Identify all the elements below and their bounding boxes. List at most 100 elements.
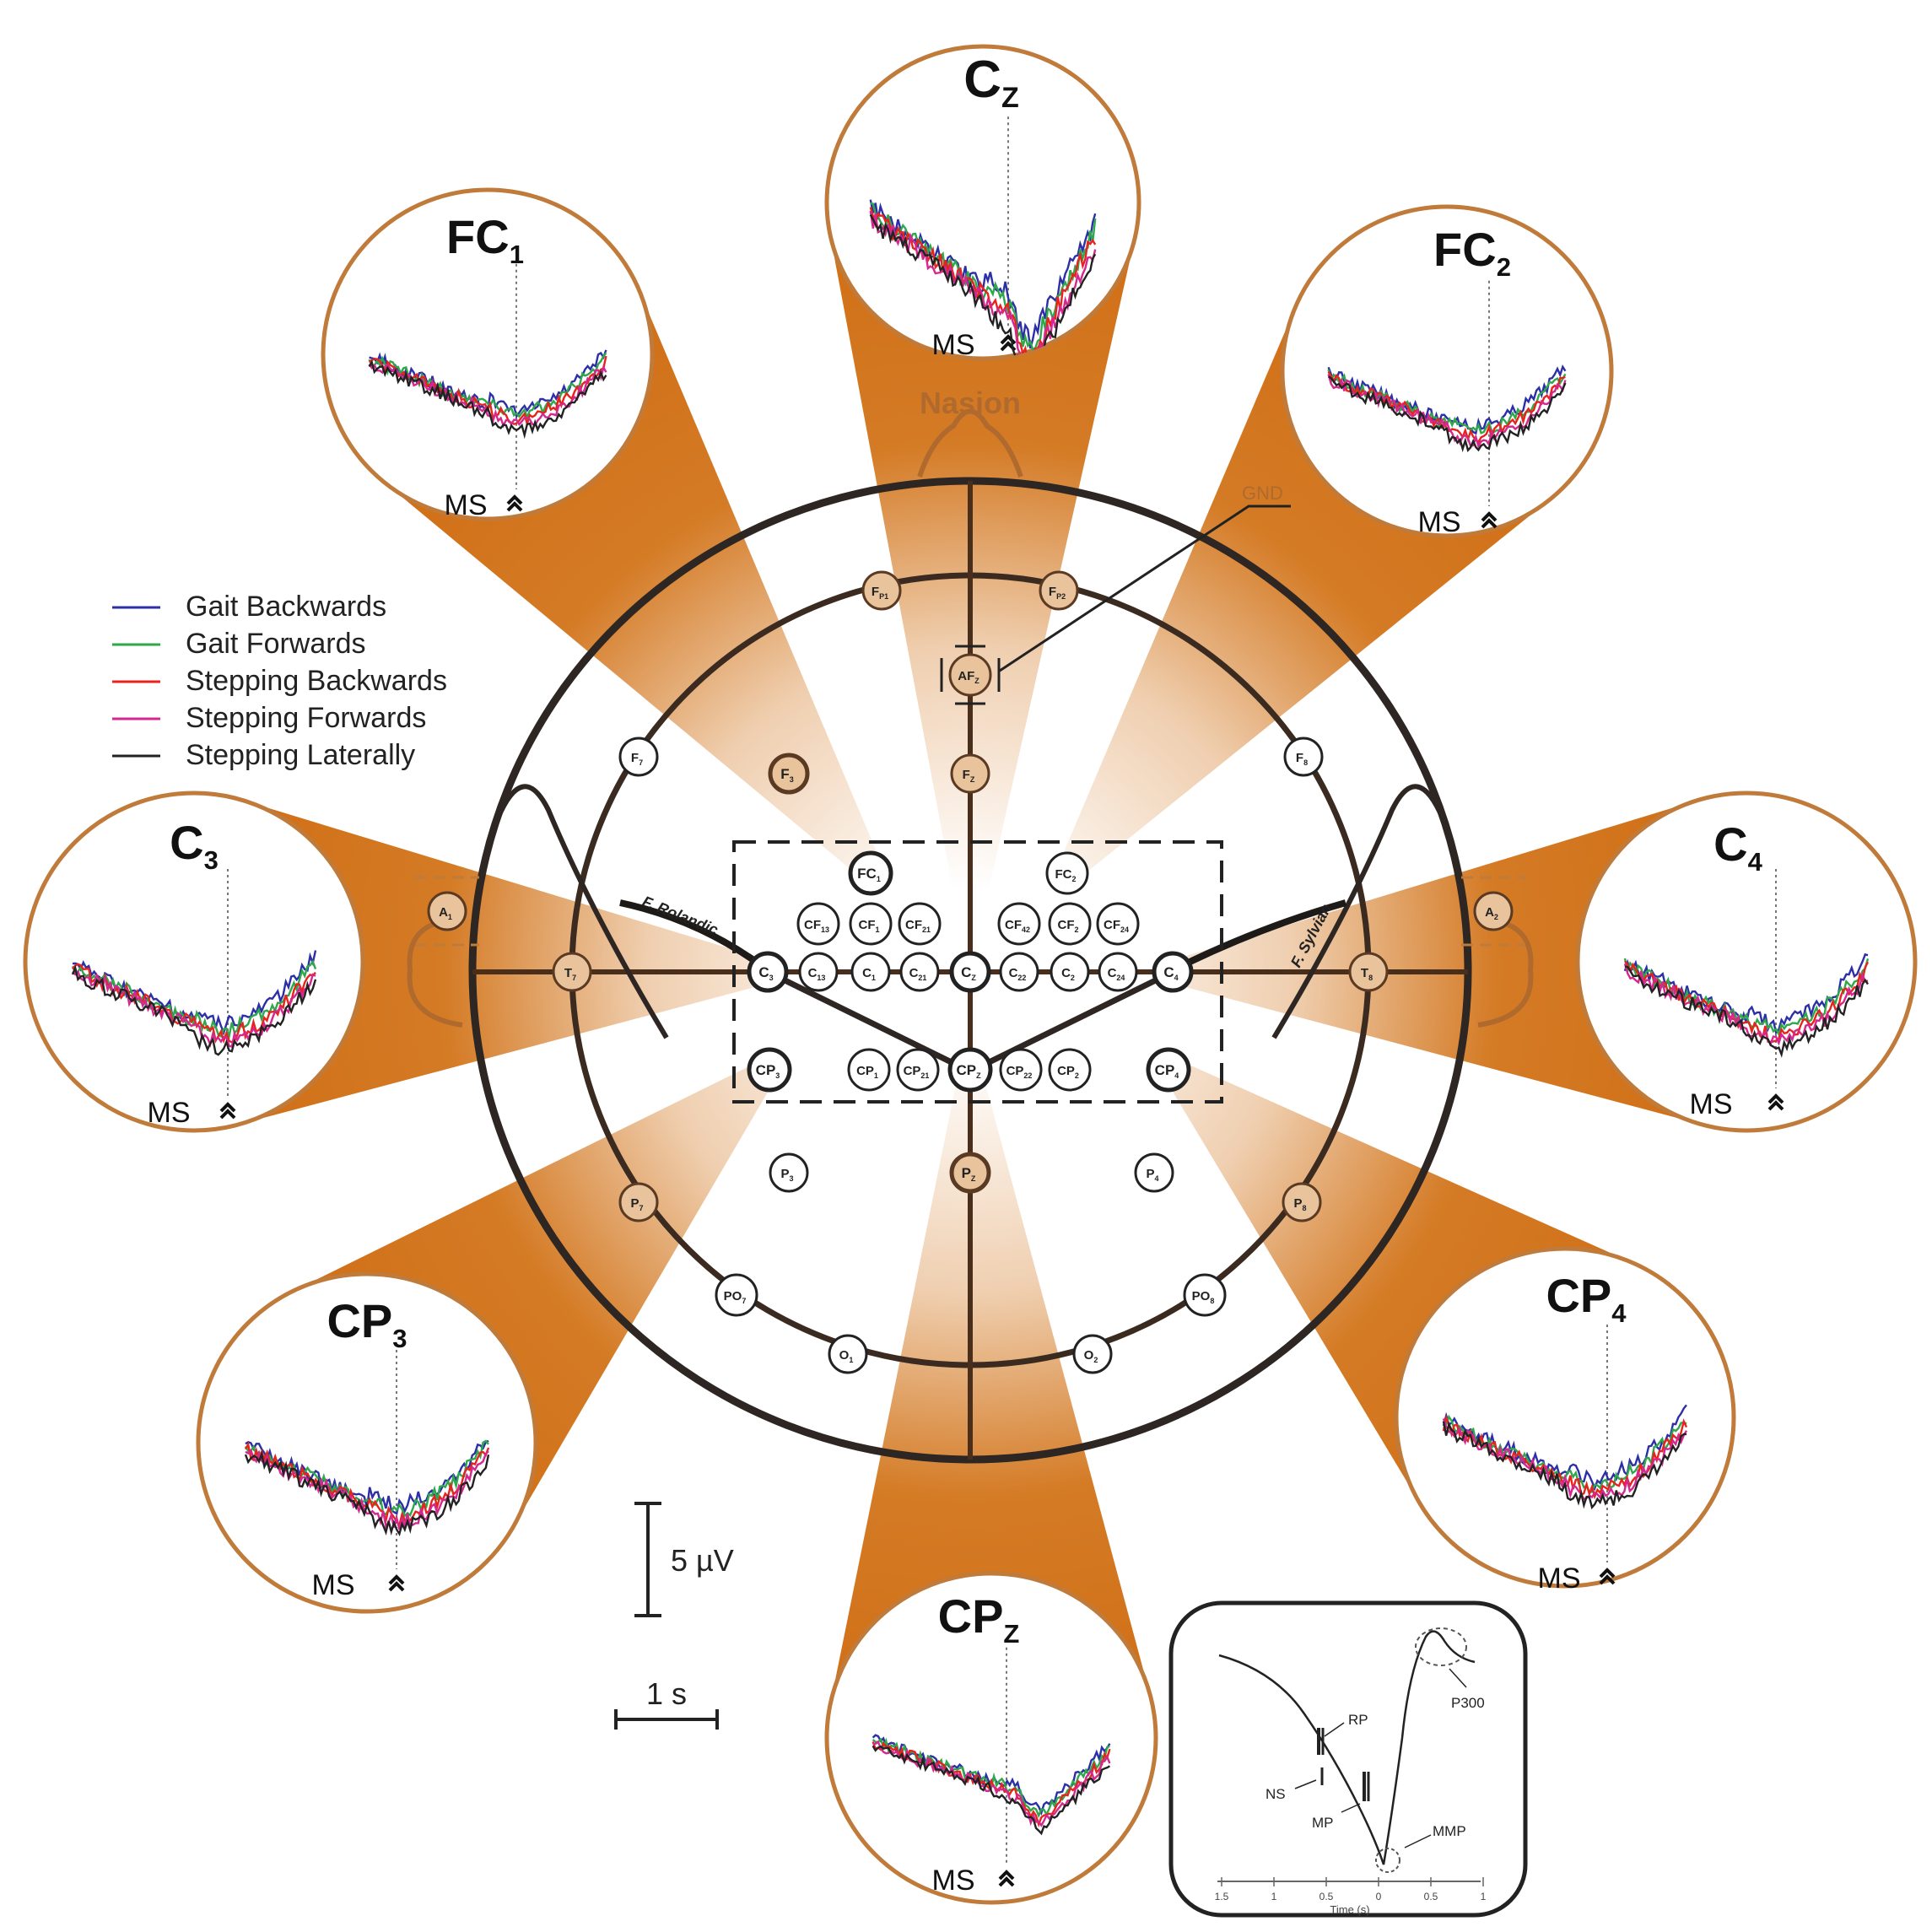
legend-item: Stepping Laterally — [112, 739, 415, 771]
ms-arrow-icon — [1767, 1093, 1784, 1111]
electrode-label: CP2 — [1057, 1064, 1079, 1080]
electrode-main: PO — [1192, 1289, 1211, 1303]
ms-label: MS — [312, 1569, 355, 1601]
panel-circle — [23, 791, 365, 1133]
mmp-label: MMP — [1433, 1823, 1466, 1839]
panel-title-main: C — [1713, 818, 1747, 871]
electrode-sub: 4 — [1174, 974, 1179, 982]
electrode-label: C22 — [1009, 966, 1027, 982]
electrode-t8: T8 — [1348, 952, 1389, 992]
trace-stepping-laterally — [71, 964, 317, 1056]
ms-arrow-icon — [219, 1102, 236, 1120]
scale-bars: 5 µV 1 s — [614, 1502, 734, 1730]
panel-title-sub: 3 — [204, 845, 219, 875]
electrode-main: T — [564, 966, 572, 980]
panel-title-main: CP — [1546, 1269, 1611, 1322]
electrode-main: CP — [1155, 1062, 1175, 1078]
erp-traces — [368, 349, 607, 440]
trace-stepping-backwards — [872, 1741, 1111, 1828]
electrode-main: C — [808, 966, 818, 980]
electrode-o2: O2 — [1072, 1334, 1113, 1374]
electrode-sub: 1 — [874, 1071, 878, 1080]
electrode-sub: 8 — [1210, 1297, 1214, 1305]
electrode-sub: 21 — [922, 926, 931, 934]
electrode-main: F — [872, 585, 879, 599]
electrode-sub: Z — [971, 1174, 976, 1183]
trace-stepping-laterally — [1327, 375, 1567, 453]
electrode-main: CP — [904, 1064, 921, 1078]
electrode-c3: C3 — [747, 951, 789, 993]
panel-title: FC2 — [1433, 223, 1511, 282]
electrode-pz: PZ — [949, 1152, 991, 1194]
electrode-c13: C13 — [798, 952, 839, 992]
electrode-sub: 8 — [1303, 1204, 1307, 1212]
electrode-sub: 1 — [875, 926, 879, 934]
electrode-ring — [747, 1047, 792, 1093]
electrode-f8: F8 — [1283, 737, 1324, 777]
panel-title-sub: Z — [1003, 1619, 1019, 1649]
electrode-ring — [769, 1152, 809, 1193]
ns-label: NS — [1266, 1786, 1286, 1802]
electrode-main: O — [839, 1348, 850, 1363]
electrode-ring — [798, 952, 839, 992]
electrode-label: CPZ — [956, 1062, 981, 1080]
electrode-cpz: CPZ — [947, 1047, 993, 1093]
electrode-sub: 2 — [1494, 913, 1498, 921]
mmp-marker — [1375, 1848, 1400, 1873]
electrode-ring — [1134, 1152, 1174, 1193]
electrode-ring — [1473, 891, 1514, 931]
electrode-ring — [949, 1152, 991, 1194]
ear-ref-bracket — [415, 876, 479, 947]
electrode-sub: 3 — [769, 974, 774, 982]
electrode-sub: 2 — [1075, 1071, 1079, 1080]
electrode-ring — [1045, 851, 1089, 895]
electrode-ring — [715, 1273, 758, 1317]
panel-title-main: FC — [446, 210, 510, 263]
electrode-label: C21 — [909, 966, 927, 982]
inset-tick-label: 0.5 — [1424, 1891, 1438, 1902]
panel-title-main: CP — [938, 1589, 1004, 1643]
electrode-ring — [1348, 952, 1389, 992]
electrode-sub: 4 — [1155, 1174, 1159, 1183]
erp-traces — [1442, 1404, 1688, 1510]
electrode-ring — [997, 902, 1041, 946]
electrode-label: FC1 — [857, 866, 881, 883]
electrode-sub: 22 — [1023, 1071, 1032, 1080]
electrode-main: C — [1009, 966, 1018, 980]
nasion-label: Nasion — [920, 386, 1021, 420]
mrcp-curve — [1218, 1630, 1476, 1865]
panel-circle — [1394, 1246, 1736, 1589]
electrode-ring — [949, 951, 991, 993]
electrode-cp21: CP21 — [896, 1048, 940, 1092]
trace-stepping-laterally — [1442, 1421, 1686, 1510]
electrode-sub: 2 — [1074, 926, 1078, 934]
legend-item: Stepping Forwards — [112, 702, 426, 734]
rolandic-fissure — [619, 899, 770, 974]
electrode-c4: C4 — [1152, 951, 1194, 993]
electrode-p8: P8 — [1282, 1182, 1322, 1222]
electrode-ring — [828, 1334, 868, 1374]
panel-title-sub: Z — [1001, 82, 1019, 114]
electrode-cp2: CP2 — [1048, 1048, 1092, 1092]
electrode-sub: 8 — [1303, 758, 1308, 767]
electrode-ring — [768, 753, 810, 795]
electrode-label: C24 — [1108, 966, 1125, 982]
electrode-sub: 7 — [572, 974, 576, 982]
electrode-label: FP2 — [1049, 585, 1066, 601]
electrode-c1: C1 — [850, 952, 891, 992]
erp-traces — [71, 950, 317, 1056]
ear-ref-bracket — [1461, 876, 1525, 947]
electrode-main: T — [1361, 966, 1368, 980]
electrode-sub: 21 — [918, 974, 926, 982]
electrode-sub: 21 — [920, 1071, 929, 1080]
electrode-label: CF21 — [905, 918, 931, 934]
panel-title-main: FC — [1433, 223, 1497, 276]
